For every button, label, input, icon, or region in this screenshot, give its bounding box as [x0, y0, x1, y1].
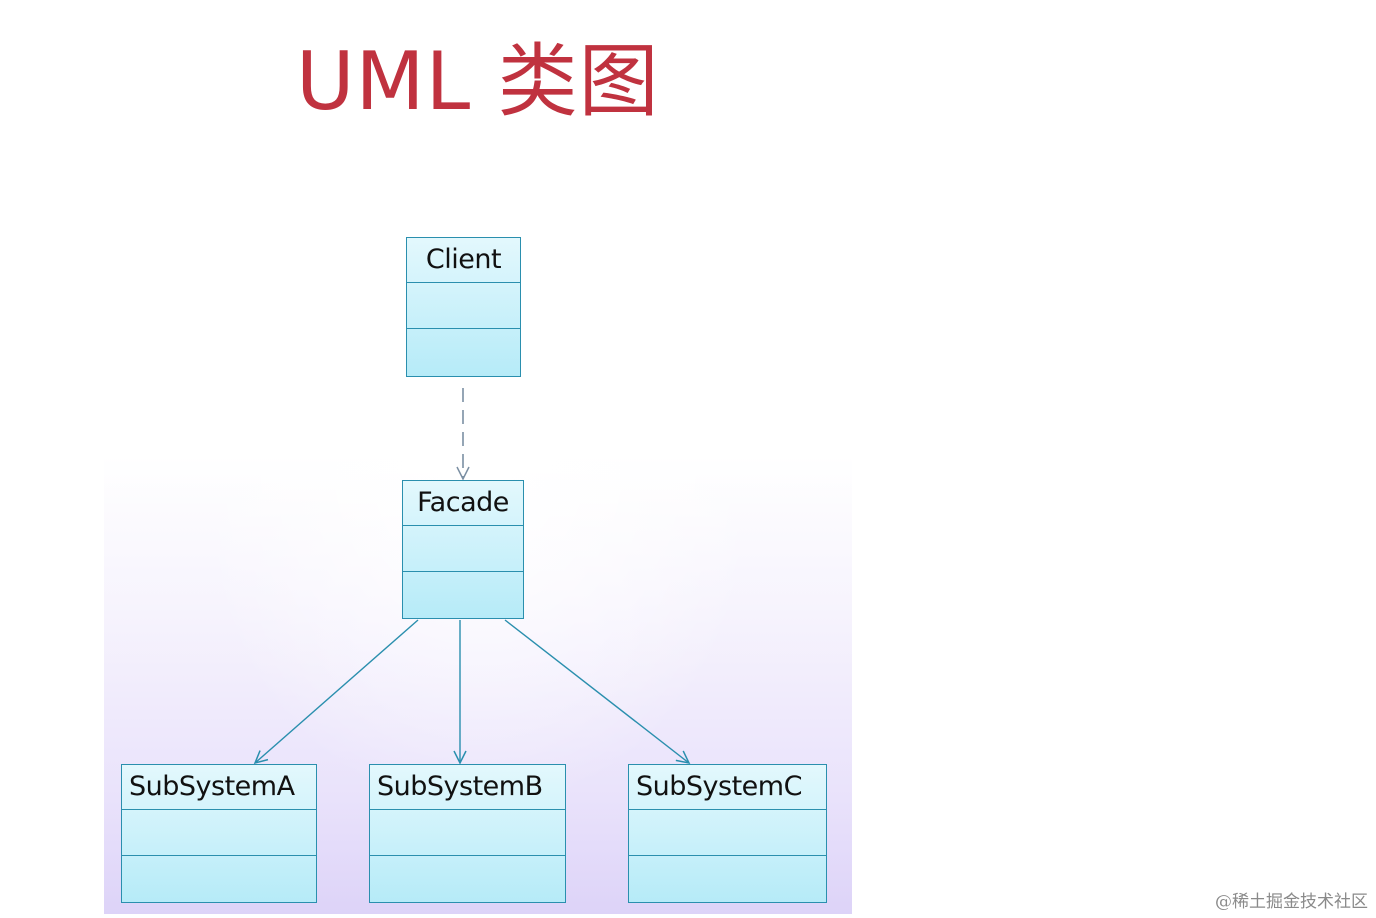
class-operations — [122, 856, 316, 900]
class-name: SubSystemB — [370, 765, 565, 810]
class-attributes — [407, 283, 520, 329]
class-subsystem-a[interactable]: SubSystemA — [121, 764, 317, 903]
class-name: Facade — [403, 481, 523, 526]
class-name: Client — [407, 238, 520, 283]
class-operations — [629, 856, 826, 900]
class-operations — [403, 572, 523, 616]
class-operations — [370, 856, 565, 900]
class-operations — [407, 329, 520, 373]
class-attributes — [403, 526, 523, 572]
class-facade[interactable]: Facade — [402, 480, 524, 619]
class-subsystem-b[interactable]: SubSystemB — [369, 764, 566, 903]
association-arrow-facade-subsystema — [253, 619, 419, 765]
watermark: @稀土掘金技术社区 — [1215, 892, 1368, 912]
class-attributes — [629, 810, 826, 856]
class-name: SubSystemA — [122, 765, 316, 810]
association-arrow-facade-subsystemc — [504, 619, 691, 765]
class-client[interactable]: Client — [406, 237, 521, 377]
page-title: UML 类图 — [296, 35, 660, 128]
class-name: SubSystemC — [629, 765, 826, 810]
class-attributes — [122, 810, 316, 856]
class-subsystem-c[interactable]: SubSystemC — [628, 764, 827, 903]
class-attributes — [370, 810, 565, 856]
